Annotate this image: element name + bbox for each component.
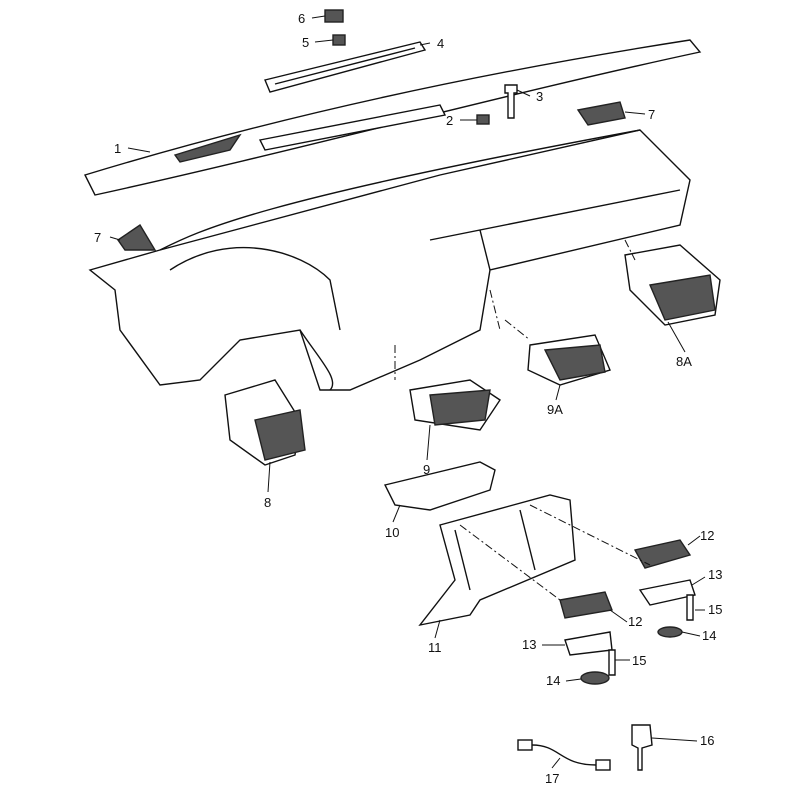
callout-8: 8 [264,495,271,510]
pad-part-14-right [657,626,683,638]
callout-2: 2 [446,113,453,128]
callout-10: 10 [385,525,399,540]
callout-12-left: 12 [628,614,642,629]
callout-16: 16 [700,733,714,748]
bracket-part-13-right [638,579,696,606]
callout-12-right: 12 [700,528,714,543]
callout-15-right: 15 [708,602,722,617]
callout-11: 11 [428,640,442,655]
callout-9A: 9A [547,402,563,417]
vent-cover-7-right [576,101,626,126]
callout-15-left: 15 [632,653,646,668]
air-vent-8A [624,244,721,326]
bracket-part-10 [383,461,496,511]
air-vent-9A [527,334,611,386]
callout-3: 3 [536,89,543,104]
pad-part-14-left [580,671,610,685]
callout-9: 9 [423,462,430,477]
clip-part-6 [324,9,344,23]
clip-part-2 [476,114,490,125]
sensor-part-16 [631,724,653,771]
airbag-module-12-left [559,591,613,619]
callout-14-left: 14 [546,673,560,688]
vent-cover-7-left [117,224,157,251]
bolt-part-15-right [686,594,694,621]
callout-14-right: 14 [702,628,716,643]
airbag-module-12-right [633,539,692,569]
callout-7-left: 7 [94,230,101,245]
air-vent-9 [409,379,501,431]
callout-4: 4 [437,36,444,51]
clip-part-5 [332,34,346,46]
air-vent-8 [224,379,306,466]
callout-6: 6 [298,11,305,26]
defrost-vent-strip [264,41,427,93]
callout-8A: 8A [676,354,692,369]
wiring-harness-17 [517,739,611,771]
callout-13-right: 13 [708,567,722,582]
center-frame-part-11 [418,494,576,627]
callout-13-left: 13 [522,637,536,652]
speaker-grille [173,133,242,163]
bracket-part-13-left [564,631,613,656]
callout-5: 5 [302,35,309,50]
callout-17: 17 [545,771,559,786]
bolt-part-15-left [608,649,616,676]
screw-part-3 [504,84,518,119]
dashboard-carrier [88,129,691,391]
callout-1: 1 [114,141,121,156]
callout-7-right: 7 [648,107,655,122]
